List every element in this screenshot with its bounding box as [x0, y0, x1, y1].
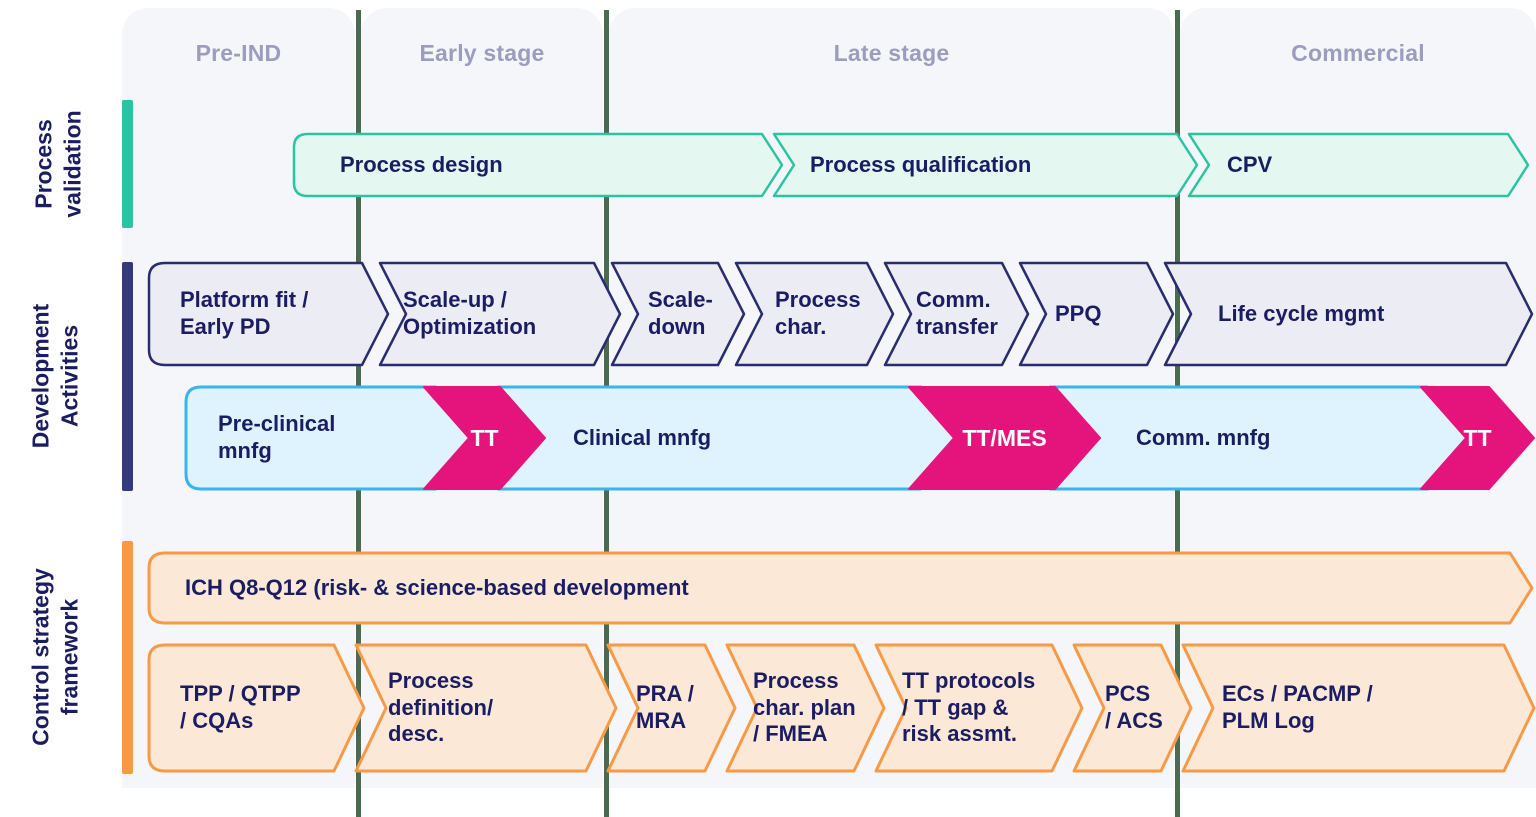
chevron-process-design [292, 132, 784, 198]
control-strategy-arrows [147, 643, 1536, 773]
ich-banner-row: ICH Q8-Q12 (risk- & science-based develo… [0, 552, 1536, 624]
chevron-platform-fit [147, 261, 390, 367]
label-ecs-pacmp: ECs / PACMP / PLM Log [1222, 681, 1373, 733]
label-process-design: Process design [340, 151, 503, 177]
chevron-comm-transfer [883, 261, 1030, 367]
stage-header-pre-ind: Pre-IND [195, 39, 282, 66]
label-process-qualification: Process qualification [810, 151, 1032, 177]
ich-banner-arrow [147, 551, 1534, 625]
label-scale-down: Scale- down [648, 287, 713, 339]
label-pre-clinical-mnfg: Pre-clinical mnfg [218, 411, 336, 463]
label-process-definition: Process definition/ desc. [388, 667, 494, 747]
label-char-plan: Process char. plan / FMEA [753, 667, 856, 747]
chevron-process-qualification [772, 132, 1199, 198]
label-ich-banner: ICH Q8-Q12 (risk- & science-based develo… [185, 574, 689, 600]
manufacturing-row: Pre-clinical mnfg TT Clinical mnfg TT/ME… [0, 386, 1536, 490]
chevron-life-cycle [1163, 261, 1534, 367]
chevron-ecs-pacmp [1181, 643, 1536, 773]
stage-header-early: Early stage [419, 39, 545, 66]
label-platform-fit: Platform fit / Early PD [180, 287, 309, 339]
development-activities-bar [122, 262, 133, 491]
control-strategy-bar [122, 541, 133, 774]
label-scale-up: Scale-up / Optimization [403, 287, 537, 339]
chevron-tt-mes [908, 386, 1101, 490]
control-strategy-row: TPP / QTPP / CQAs Process definition/ de… [0, 644, 1536, 772]
manufacturing-arrows [184, 385, 1535, 491]
chevron-tt-protocols [874, 643, 1084, 773]
label-comm-mnfg: Comm. mnfg [1136, 424, 1271, 450]
label-pcs-acs: PCS / ACS [1105, 681, 1163, 733]
chevron-ppq [1018, 261, 1175, 367]
process-validation-arrows [292, 132, 1530, 198]
process-validation-bar [122, 100, 133, 228]
chevron-tt-1 [423, 386, 546, 490]
stage-header-commercial: Commercial [1291, 39, 1425, 66]
chevron-pra-mra [606, 643, 737, 773]
label-ppq: PPQ [1055, 300, 1102, 326]
chevron-cpv [1187, 132, 1530, 198]
process-validation-row: Process design Process qualification CPV [0, 133, 1536, 197]
label-comm-transfer: Comm. transfer [916, 287, 998, 339]
chevron-process-char [734, 261, 895, 367]
chevron-pcs-acs [1072, 643, 1193, 773]
label-tt-protocols: TT protocols / TT gap & risk assmt. [902, 667, 1036, 747]
chevron-ich [147, 551, 1534, 625]
label-pra-mra: PRA / MRA [636, 681, 694, 733]
label-cpv: CPV [1227, 151, 1273, 177]
label-tt-mes: TT/MES [962, 424, 1047, 451]
label-tpp-qtpp: TPP / QTPP / CQAs [180, 681, 301, 733]
label-tt-1: TT [470, 424, 499, 451]
label-clinical-mnfg: Clinical mnfg [573, 424, 712, 450]
chevron-scale-down [610, 261, 746, 367]
chevron-scale-up [378, 261, 622, 367]
chevron-process-definition [354, 643, 618, 773]
stage-header-late: Late stage [833, 39, 950, 66]
label-life-cycle: Life cycle mgmt [1218, 300, 1385, 326]
chevron-tt-2 [1420, 386, 1535, 490]
chevron-tpp-qtpp [147, 643, 366, 773]
development-pipeline-row: Platform fit / Early PD Scale-up / Optim… [0, 262, 1536, 366]
label-process-char: Process char. [775, 287, 861, 339]
label-tt-2: TT [1463, 424, 1492, 451]
development-pipeline-arrows [147, 261, 1534, 367]
chevron-char-plan [725, 643, 886, 773]
chevron-pre-clinical-mnfg [184, 385, 478, 491]
